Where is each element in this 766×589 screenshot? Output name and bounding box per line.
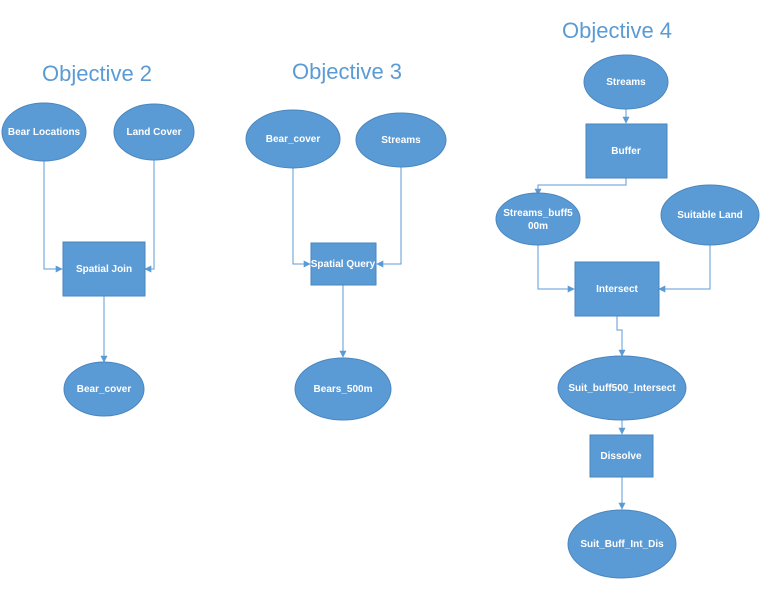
node-bears-500m-label: Bears_500m [314,384,373,395]
node-bear-locations: Bear Locations [1,102,87,162]
node-buffer-label: Buffer [611,146,641,157]
node-streams-buff500m: Streams_buff5 00m [495,192,581,246]
node-suitable-land-label: Suitable Land [677,210,743,221]
edge-intersect-to-suit-buff500 [616,316,626,357]
node-streams-obj4-label: Streams [606,77,646,88]
edge-suitable-land-to-intersect [658,245,711,293]
edge-buffer-to-streams-buff [534,178,627,196]
node-suit-buff500-intersect-label: Suit_buff500_Intersect [568,383,676,394]
node-land-cover: Land Cover [113,103,195,161]
objective-4-title: Objective 4 [562,18,672,43]
edge-streams-to-spatial-query [376,166,402,268]
node-bear-cover-output: Bear_cover [63,361,145,417]
node-bear-locations-label: Bear Locations [8,127,81,138]
node-suitable-land: Suitable Land [660,184,760,246]
node-bear-cover-input-label: Bear_cover [266,134,321,145]
node-spatial-query-label: Spatial Query [311,259,376,270]
node-streams-obj4: Streams [583,54,669,110]
node-bears-500m: Bears_500m [294,357,392,421]
node-spatial-query: Spatial Query [310,242,377,286]
edge-bear-cover-to-spatial-query [292,168,311,268]
objective-3-title: Objective 3 [292,59,402,84]
node-land-cover-label: Land Cover [126,127,181,138]
node-spatial-join: Spatial Join [62,241,146,297]
node-spatial-join-label: Spatial Join [76,264,132,275]
node-dissolve: Dissolve [589,434,654,478]
node-streams-obj3: Streams [355,112,447,168]
node-intersect-label: Intersect [596,284,638,295]
node-streams-buff500m-label-line2: 00m [528,221,548,232]
node-intersect: Intersect [574,261,660,317]
node-suit-buff500-intersect: Suit_buff500_Intersect [557,355,687,421]
edge-bear-locations-to-spatial-join [43,161,63,273]
node-dissolve-label: Dissolve [600,451,642,462]
node-streams-buff500m-label-line1: Streams_buff5 [503,208,573,219]
node-bear-cover-output-label: Bear_cover [77,384,132,395]
node-suit-buff-int-dis-label: Suit_Buff_Int_Dis [580,539,664,550]
node-buffer: Buffer [585,123,668,179]
node-bear-cover-input: Bear_cover [245,109,341,169]
node-streams-obj3-label: Streams [381,135,421,146]
edge-land-cover-to-spatial-join [144,160,155,273]
objective-2-title: Objective 2 [42,61,152,86]
edge-streams-buff-to-intersect [537,245,575,293]
node-suit-buff-int-dis: Suit_Buff_Int_Dis [567,509,677,579]
